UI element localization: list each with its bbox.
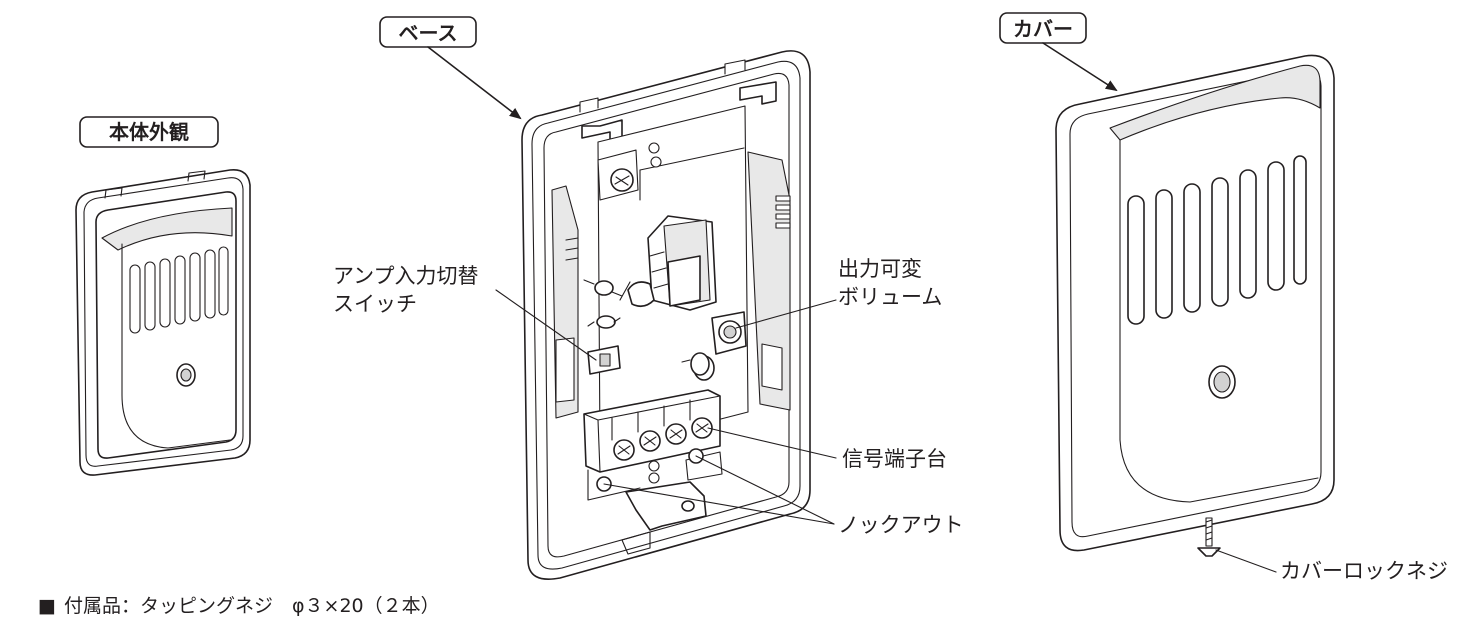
amp-switch-label-line1: アンプ入力切替	[333, 264, 479, 288]
cover-lock-screw	[1197, 517, 1221, 557]
cover-pointer-arrow	[1042, 42, 1118, 92]
exterior-tag-label: 本体外観	[109, 120, 189, 144]
volume-label-line1: 出力可変	[838, 257, 922, 281]
base-side-vents	[775, 195, 791, 229]
board-screw-top	[597, 142, 662, 201]
cover-illustration	[1055, 54, 1335, 557]
exterior-tag: 本体外観	[79, 116, 219, 148]
base-illustration	[521, 50, 811, 580]
cover-screw-label: カバーロックネジ	[1280, 559, 1448, 583]
knockout-label: ノックアウト	[838, 513, 964, 537]
exterior-device-illustration	[75, 168, 251, 476]
amp-switch-label-line2: スイッチ	[333, 292, 417, 316]
volume-label-line2: ボリューム	[838, 285, 942, 309]
cover-screw-leader	[1215, 549, 1277, 573]
base-round-component	[681, 352, 715, 381]
exterior-grille-slots	[129, 246, 229, 334]
base-tag-label: ベース	[399, 21, 458, 45]
base-tag: ベース	[379, 16, 477, 48]
accessories-note: 付属品：タッピングネジ φ３×20（２本）	[64, 595, 440, 617]
cover-grille-slots	[1127, 155, 1307, 325]
accessories-bullet: ■	[38, 595, 56, 617]
terminal-label: 信号端子台	[842, 447, 947, 471]
cover-tag: カバー	[999, 12, 1087, 44]
base-pointer-arrow	[427, 46, 522, 120]
base-transformer	[647, 215, 717, 311]
base-leader-lines	[495, 289, 837, 525]
cover-tag-label: カバー	[1013, 17, 1073, 41]
signal-terminal-block	[583, 389, 721, 473]
amp-input-switch	[587, 345, 621, 375]
output-volume	[711, 311, 747, 355]
